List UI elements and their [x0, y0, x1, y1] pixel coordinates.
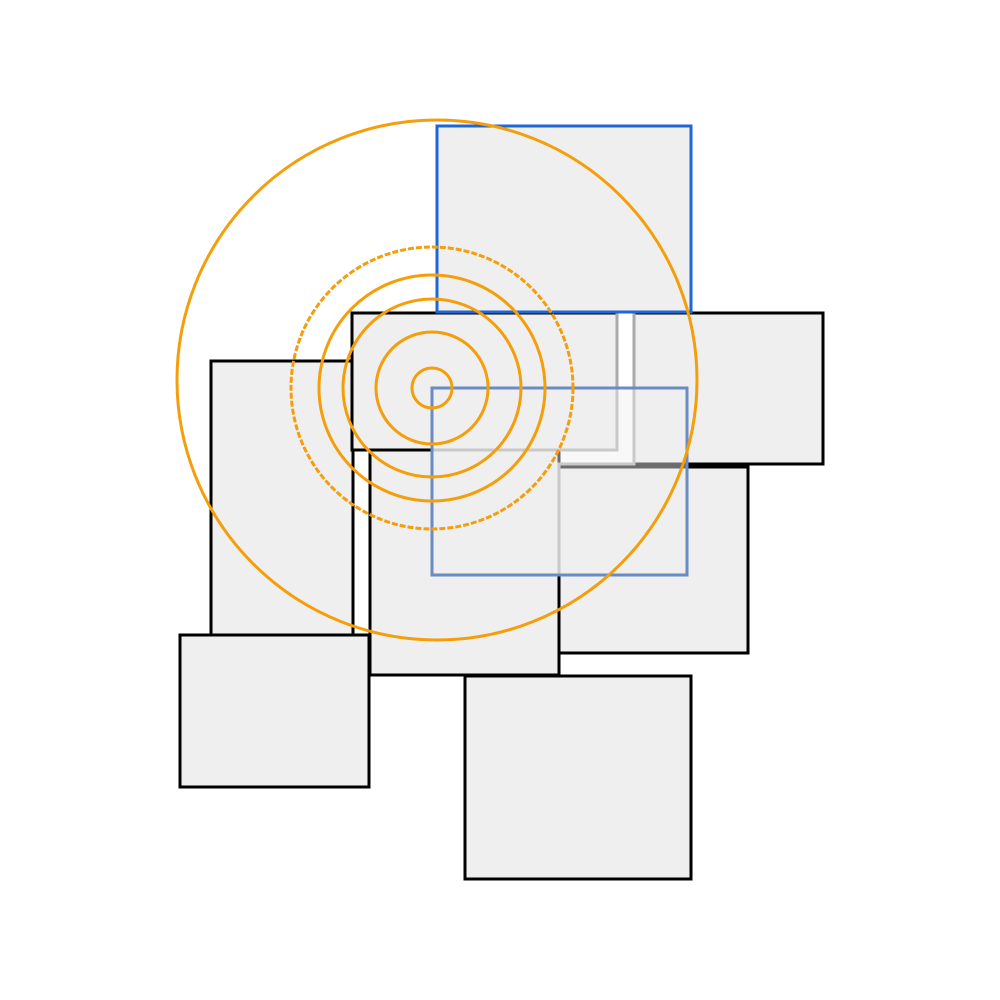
concentric-rings [175, 118, 699, 642]
box-bottom-left [178, 633, 371, 789]
box-left-tall [209, 359, 355, 639]
ring-dashed [289, 245, 575, 531]
box-bottom-center [463, 674, 693, 881]
ring-middle [341, 297, 523, 479]
overlay-box [430, 386, 689, 577]
highlight-box-top [435, 124, 693, 314]
box-center-upper [350, 311, 619, 452]
ring-center [410, 366, 454, 410]
ring-large [175, 118, 699, 642]
ring-outer [317, 273, 547, 503]
ring-inner [374, 330, 490, 446]
ghost-outline-inner [432, 313, 619, 452]
box-right-middle [557, 465, 750, 655]
